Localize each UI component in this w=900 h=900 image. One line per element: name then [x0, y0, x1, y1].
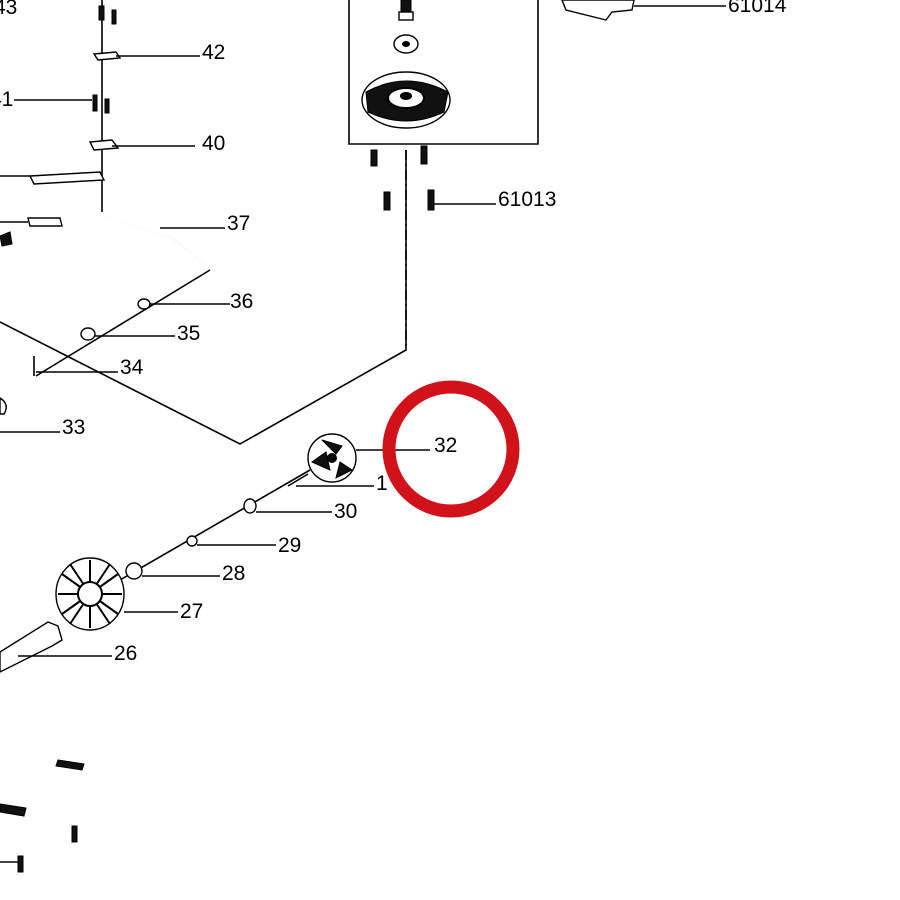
part-32-center	[327, 453, 337, 463]
part-27-hub	[77, 581, 103, 607]
part-30	[243, 498, 257, 514]
part-28	[125, 562, 143, 580]
callout-35: 35	[177, 322, 200, 345]
callout-34: 34	[120, 356, 144, 379]
pulley-center	[400, 92, 412, 100]
part-40	[88, 139, 120, 151]
part-36	[137, 298, 151, 310]
callout-42: 42	[202, 41, 225, 64]
part-41	[92, 94, 98, 112]
part-37	[101, 215, 211, 271]
callout-33: 33	[62, 416, 85, 439]
callout-40: 40	[202, 132, 225, 155]
callout-37: 37	[227, 212, 250, 235]
callout-36: 36	[230, 290, 253, 313]
callout-28: 28	[222, 562, 245, 585]
callout-29: 29	[278, 534, 301, 557]
part-1	[287, 473, 309, 487]
part-61014	[561, 0, 635, 21]
small-clip-part	[55, 759, 85, 771]
highlight-circle	[382, 380, 520, 518]
diagonal-rod	[35, 269, 211, 377]
left-small-part	[0, 231, 13, 247]
bracket-61014	[561, 0, 726, 21]
part-29	[186, 535, 198, 547]
pulley-washer-hole	[402, 41, 410, 47]
motor-pulley-box	[348, 0, 539, 211]
upper-left-assembly	[0, 0, 225, 271]
left-bar-part	[28, 171, 106, 185]
bottom-hardware	[0, 759, 85, 873]
part-26	[0, 621, 63, 673]
shaft-collar	[398, 11, 414, 21]
callout-30: 30	[334, 500, 357, 523]
callout-1: 1	[376, 472, 388, 495]
callout-32: 32	[434, 434, 457, 457]
small-clip-part	[0, 803, 27, 817]
part-42	[92, 51, 122, 61]
callout-61013: 61013	[498, 188, 556, 211]
small-bolt-part	[17, 855, 24, 873]
part-33	[0, 397, 7, 415]
bolt-part	[370, 149, 378, 167]
callout-labels: 43 42 41 40 37 36 35 34 33 32 1 30 29 28…	[0, 0, 787, 665]
lower-axle-assembly	[0, 433, 430, 673]
part-61013	[427, 189, 435, 211]
bolt-part	[383, 191, 391, 211]
callout-41: 41	[0, 88, 13, 111]
inset-box	[348, 0, 539, 145]
callout-61014: 61014	[728, 0, 787, 17]
screw-part	[98, 5, 105, 21]
part-37-highlight	[101, 215, 211, 271]
frame-outline	[0, 150, 407, 445]
small-bolt-part	[71, 825, 78, 843]
callout-27: 27	[180, 600, 203, 623]
part-35	[80, 327, 96, 341]
callout-26: 26	[114, 642, 137, 665]
bolt-part	[420, 145, 428, 165]
lower-axle-line	[119, 469, 311, 581]
callout-43: 43	[0, 0, 17, 19]
screw-part	[111, 9, 117, 25]
left-spring-part	[27, 217, 63, 227]
diagonal-rod-assembly	[0, 269, 230, 433]
screw-part	[104, 98, 110, 114]
